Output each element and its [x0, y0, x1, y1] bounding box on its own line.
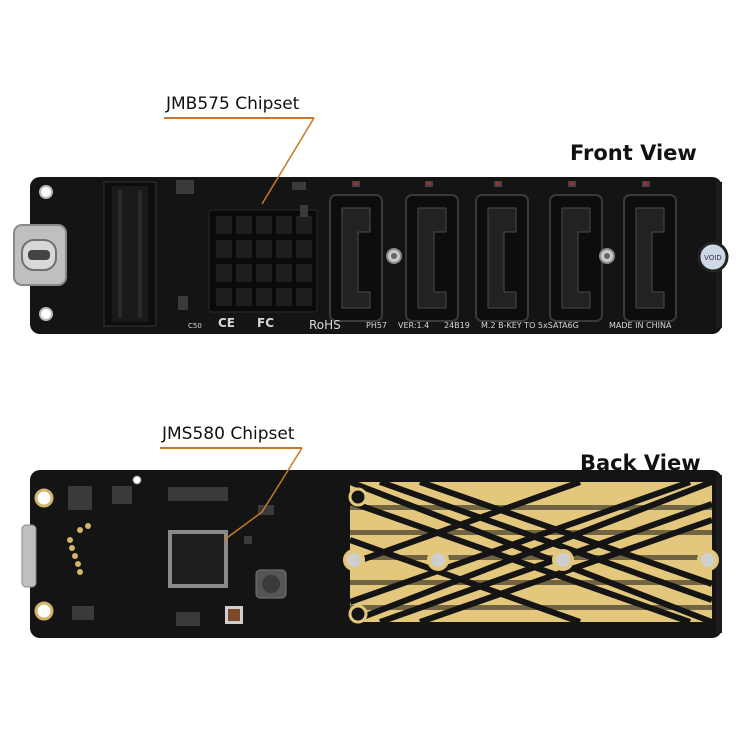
back-chipset-leader: [223, 447, 303, 541]
rohs-text: RoHS: [309, 318, 341, 332]
back-standoffs: [343, 487, 719, 624]
model-text: PH57: [366, 321, 387, 330]
front-chipset-leader: [261, 117, 315, 205]
inductor: [255, 569, 287, 599]
front-chipset-underline: [164, 117, 314, 119]
front-view-label: Front View: [570, 141, 697, 165]
back-board: [21, 447, 722, 638]
fc-mark: FC: [257, 316, 274, 330]
sata-ports: [329, 194, 677, 322]
ce-mark: CE: [218, 316, 235, 330]
void-sticker-text: VOID: [704, 254, 722, 262]
gold-thermal-pad: [348, 479, 714, 625]
cap-label: C50: [188, 322, 202, 330]
usb-c-port: [13, 224, 67, 286]
controller-chip: [168, 530, 228, 588]
front-board: VOID CE FC C50 RoHS PH57 VER:1.4 24B19 M…: [13, 117, 729, 334]
heatsink: [208, 209, 318, 313]
front-chipset-label: JMB575 Chipset: [166, 94, 300, 114]
version-text: VER:1.4: [398, 321, 429, 330]
back-chipset-underline: [160, 447, 302, 449]
back-chipset-label: JMS580 Chipset: [162, 424, 295, 444]
date-code-text: 24B19: [444, 321, 470, 330]
origin-text: MADE IN CHINA: [609, 321, 672, 330]
m2-slot: [103, 181, 157, 327]
void-sticker: VOID: [697, 241, 729, 273]
function-text: M.2 B-KEY TO 5xSATA6G: [481, 321, 579, 330]
